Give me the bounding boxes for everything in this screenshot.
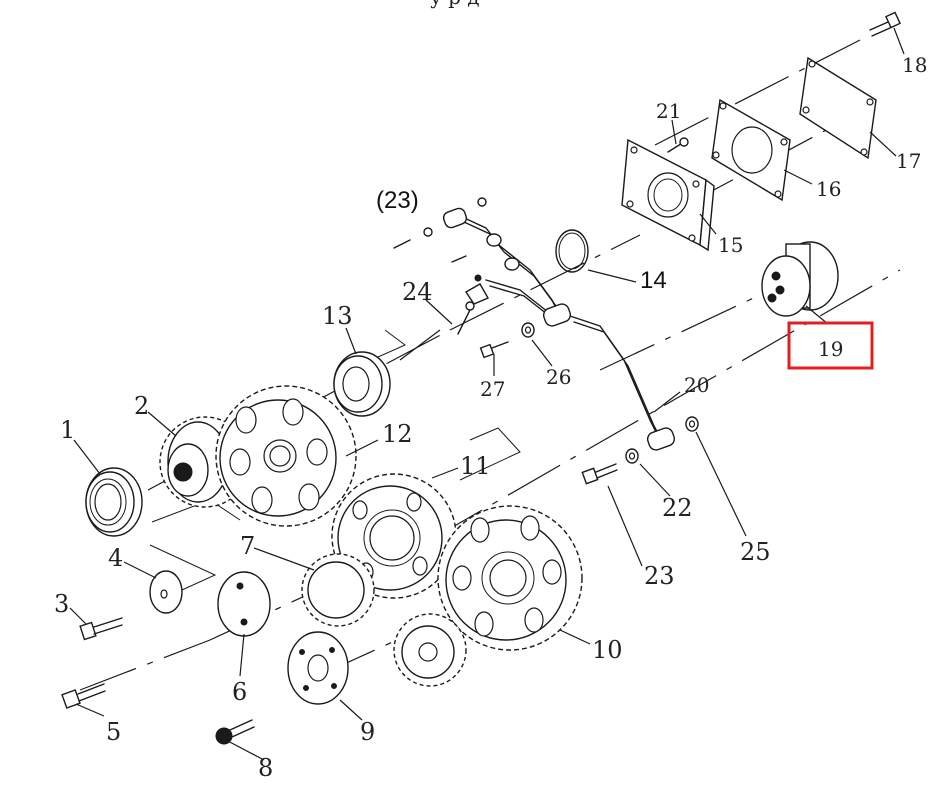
- part-18-bolt: [869, 11, 901, 37]
- part-6-plate: [217, 571, 271, 637]
- top-cropped-text: у р д: [430, 0, 480, 9]
- label-20: 20: [684, 373, 709, 397]
- part-13-bearing: [333, 351, 391, 417]
- label-14: 14: [640, 267, 667, 294]
- label-23: 23: [644, 562, 675, 590]
- part-1-bearing: [85, 467, 143, 537]
- label-8: 8: [258, 754, 273, 782]
- part-4-washer: [149, 570, 183, 614]
- label-19: 19: [818, 337, 843, 361]
- label-2: 2: [134, 392, 149, 420]
- label-13: 13: [322, 302, 353, 330]
- part-7-small-gear: [301, 553, 375, 627]
- label-25: 25: [740, 538, 771, 566]
- label-15: 15: [718, 233, 743, 257]
- part-20-oil-pipe: [393, 197, 676, 451]
- part-17-cover-plate: [799, 56, 877, 160]
- label-11: 11: [460, 452, 491, 480]
- part-24-bolt: [457, 301, 475, 335]
- part-8-bolt: [215, 719, 255, 745]
- part-14-o-ring: [555, 229, 589, 273]
- label-6: 6: [232, 678, 247, 706]
- part-15-housing: [621, 138, 715, 252]
- label-12: 12: [382, 420, 413, 448]
- part-21-bolt: [667, 137, 689, 153]
- part-3-bolt: [79, 617, 123, 641]
- part-16-gasket: [711, 98, 791, 202]
- lower-small-gear: [393, 613, 467, 687]
- label-4: 4: [108, 544, 123, 572]
- part-27-bolt: [479, 341, 509, 359]
- label-21: 21: [656, 99, 681, 123]
- part-23-bolt: [581, 463, 618, 485]
- label-24: 24: [402, 278, 433, 306]
- label-27: 27: [480, 377, 505, 401]
- label-3: 3: [54, 590, 69, 618]
- part-5-bolt: [61, 683, 106, 709]
- label-23-paren: (23): [376, 187, 419, 214]
- part-25-washer: [685, 416, 699, 432]
- label-10: 10: [592, 636, 623, 664]
- label-17: 17: [896, 149, 921, 173]
- label-5: 5: [106, 718, 121, 746]
- part-9-flange-plate: [287, 631, 349, 705]
- label-9: 9: [360, 718, 375, 746]
- label-22: 22: [662, 494, 693, 522]
- label-7: 7: [240, 532, 255, 560]
- part-19-hub: [761, 241, 839, 317]
- label-18: 18: [902, 53, 927, 77]
- part-22-washer: [625, 448, 639, 464]
- part-12-large-gear: [215, 385, 357, 527]
- label-1: 1: [60, 416, 75, 444]
- part-labels: 1 2 3 4 5 6 7 8 9 10 11 12 13 14 15 16 1…: [54, 53, 927, 782]
- highlight-box: [787, 321, 874, 370]
- part-10-large-gear: [437, 505, 583, 651]
- leader-lines: [69, 27, 905, 761]
- label-16: 16: [816, 177, 841, 201]
- label-26: 26: [546, 365, 571, 389]
- part-26-washer: [521, 322, 535, 338]
